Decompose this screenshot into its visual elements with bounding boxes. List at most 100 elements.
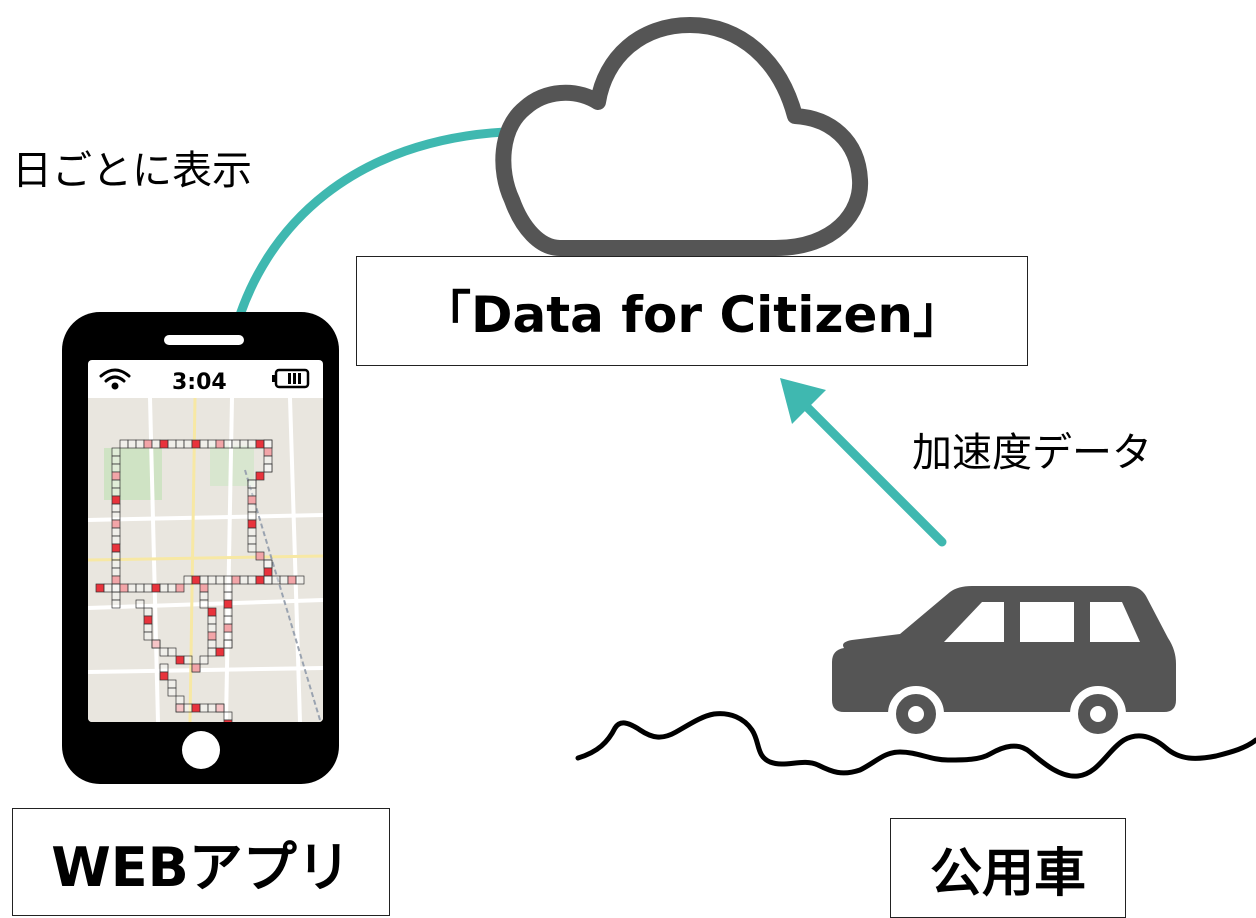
route-cell xyxy=(183,655,193,665)
route-cell xyxy=(127,439,137,449)
route-cell xyxy=(199,591,209,601)
route-cell xyxy=(255,551,265,561)
web-app-box: WEBアプリ xyxy=(12,808,390,916)
status-time: 3:04 xyxy=(172,370,227,395)
route-cell xyxy=(175,439,185,449)
route-cell xyxy=(191,703,201,713)
route-cell xyxy=(143,631,153,641)
route-cell xyxy=(167,583,177,593)
public-vehicle-label: 公用車 xyxy=(929,843,1086,904)
route-cell xyxy=(159,647,169,657)
route-cell xyxy=(223,623,233,633)
route-cell xyxy=(207,439,217,449)
speaker-slot xyxy=(164,335,244,345)
route-cell xyxy=(263,567,273,577)
battery-icon xyxy=(272,368,310,389)
route-cell xyxy=(143,623,153,633)
route-cell xyxy=(111,487,121,497)
route-cell xyxy=(247,487,257,497)
route-cell xyxy=(135,439,145,449)
route-cell xyxy=(223,439,233,449)
acceleration-arrow-shaft xyxy=(795,395,947,547)
route-cell xyxy=(111,575,121,585)
route-cell xyxy=(111,447,121,457)
route-cell xyxy=(135,599,145,609)
route-cell xyxy=(159,671,169,681)
route-cell xyxy=(143,439,153,449)
route-cell xyxy=(255,575,265,585)
acceleration-data-label: 加速度データ xyxy=(912,430,1152,476)
route-cell xyxy=(175,583,185,593)
route-cell xyxy=(151,583,161,593)
route-cell xyxy=(247,479,257,489)
route-cell xyxy=(247,575,257,585)
route-cell xyxy=(103,583,113,593)
car-wheels xyxy=(888,686,1126,742)
route-cell xyxy=(111,471,121,481)
route-cell xyxy=(143,607,153,617)
route-cell xyxy=(215,703,225,713)
route-cell xyxy=(239,439,249,449)
route-cell xyxy=(159,663,169,673)
route-cell xyxy=(111,527,121,537)
route-cell xyxy=(255,439,265,449)
route-cell xyxy=(183,575,193,585)
route-cell xyxy=(183,439,193,449)
route-cell xyxy=(167,687,177,697)
route-cell xyxy=(111,583,121,593)
car-windows xyxy=(944,602,1140,642)
route-cell xyxy=(247,535,257,545)
route-cell xyxy=(143,583,153,593)
route-cell xyxy=(263,559,273,569)
route-cell xyxy=(175,703,185,713)
route-cell xyxy=(95,583,105,593)
route-cell xyxy=(207,607,217,617)
route-cell xyxy=(151,439,161,449)
route-cell xyxy=(223,607,233,617)
daily-display-label: 日ごとに表示 xyxy=(12,148,252,194)
route-cell xyxy=(199,439,209,449)
route-cell xyxy=(119,439,129,449)
route-cell xyxy=(111,479,121,489)
route-cell xyxy=(135,583,145,593)
route-cell xyxy=(207,639,217,649)
route-cell xyxy=(111,511,121,521)
cloud-icon xyxy=(495,17,869,256)
route-cell xyxy=(287,575,297,585)
route-cell xyxy=(111,591,121,601)
route-cell xyxy=(247,543,257,553)
public-vehicle-box: 公用車 xyxy=(890,818,1126,918)
route-cell xyxy=(247,503,257,513)
route-cell xyxy=(111,559,121,569)
route-cell xyxy=(207,623,217,633)
route-cell xyxy=(207,631,217,641)
route-cell xyxy=(111,495,121,505)
route-cell xyxy=(295,575,305,585)
route-cell xyxy=(263,463,273,473)
route-cell xyxy=(223,639,233,649)
route-cell xyxy=(175,655,185,665)
route-cell xyxy=(247,527,257,537)
route-cell xyxy=(151,639,161,649)
route-cell xyxy=(239,575,249,585)
route-cell xyxy=(111,543,121,553)
route-cell xyxy=(111,503,121,513)
route-cell xyxy=(183,703,193,713)
route-cell xyxy=(223,631,233,641)
route-cell xyxy=(111,455,121,465)
route-cell xyxy=(231,575,241,585)
route-cell xyxy=(263,447,273,457)
phone-cloud-connector xyxy=(227,127,510,347)
route-cell xyxy=(207,703,217,713)
route-cell xyxy=(207,647,217,657)
acceleration-arrowhead xyxy=(780,378,826,424)
route-cell xyxy=(175,695,185,705)
route-cell xyxy=(159,583,169,593)
route-cell xyxy=(111,567,121,577)
route-cell xyxy=(247,495,257,505)
route-cell xyxy=(279,575,289,585)
web-app-label: WEBアプリ xyxy=(51,835,351,899)
route-cell xyxy=(215,647,225,657)
route-cell xyxy=(207,575,217,585)
map-view xyxy=(88,397,323,722)
